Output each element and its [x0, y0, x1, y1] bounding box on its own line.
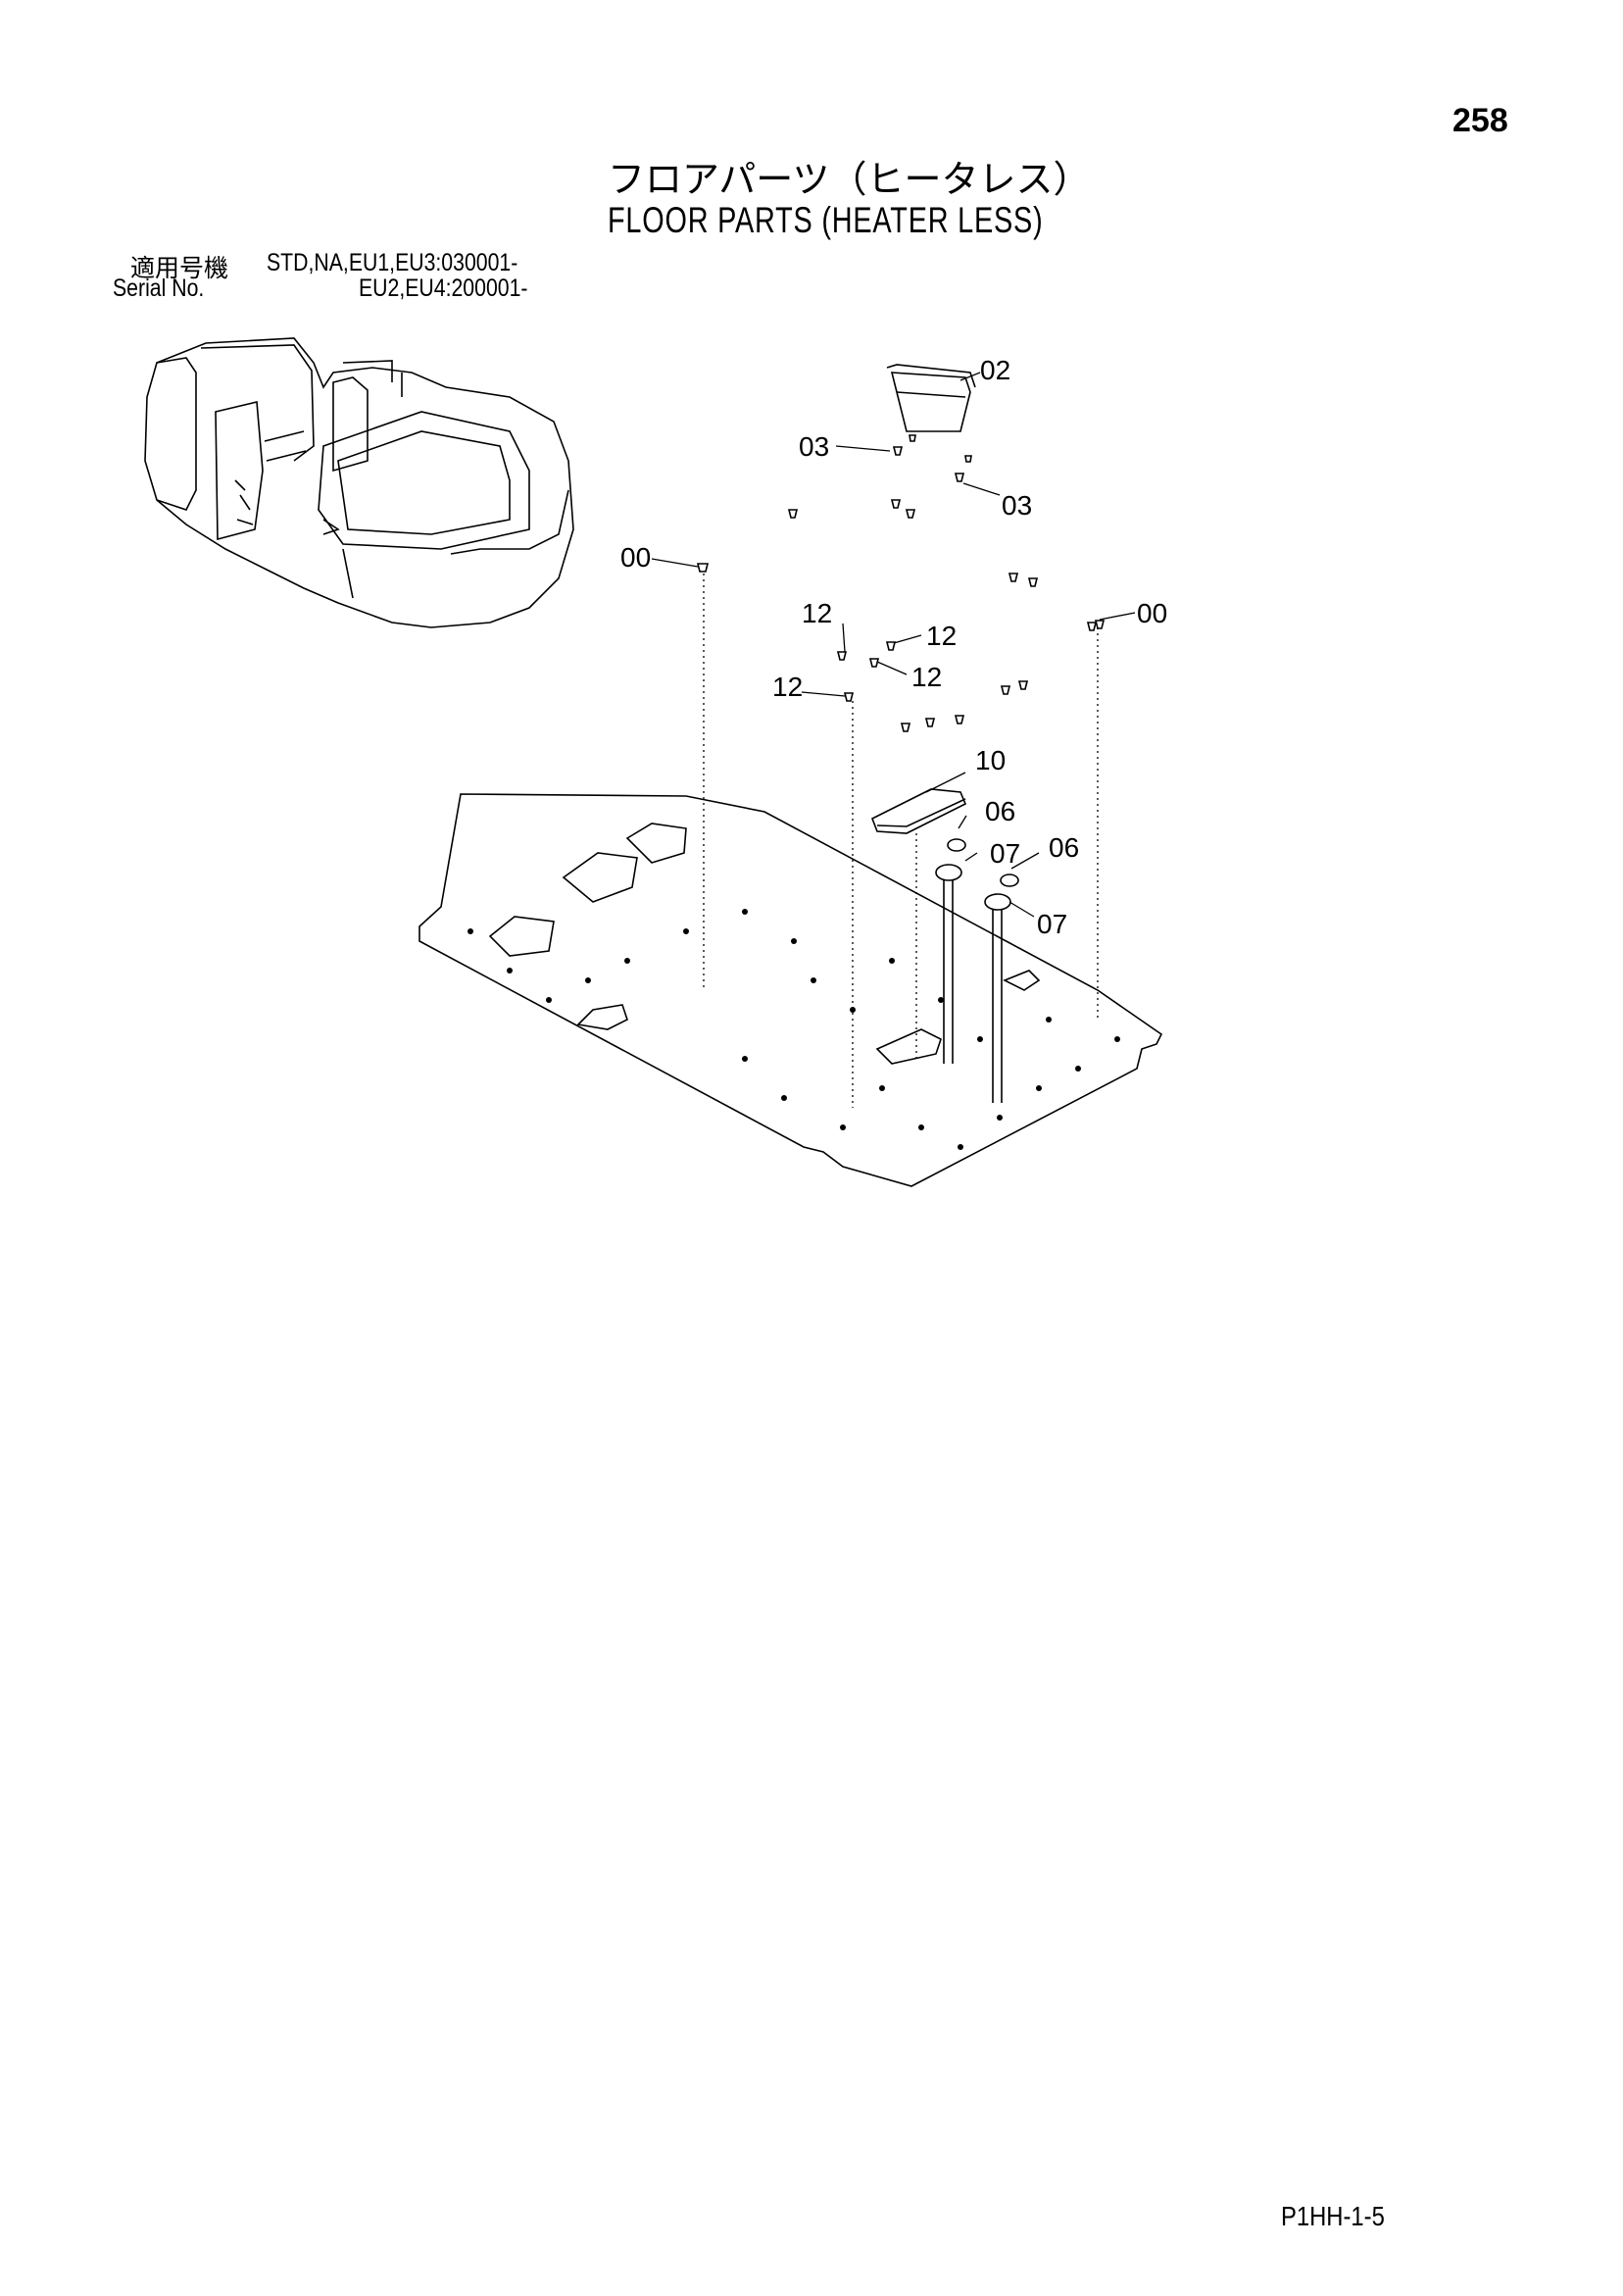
floor-plate [418, 793, 1163, 1187]
serial-label: Serial No. [113, 275, 205, 302]
serial-range-2: EU2,EU4:200001- [359, 275, 528, 302]
callout-label: 02 [980, 355, 1010, 385]
callout-labels: 02 03 03 00 12 12 12 00 12 10 06 07 06 0… [620, 355, 1167, 939]
fasteners [696, 434, 1106, 732]
page-code: P1HH-1-5 [1281, 2201, 1385, 2231]
serial-label-japanese: 適用号機 [130, 255, 229, 282]
callout-label: 12 [802, 598, 832, 628]
page-title-japanese: フロアパーツ（ヒータレス） [608, 158, 1091, 201]
callout-leaders [651, 372, 1136, 918]
callout-label: 10 [975, 745, 1006, 775]
page-number: 258 [1452, 102, 1508, 139]
callout-label: 00 [1137, 598, 1167, 628]
callout-label: 07 [1037, 909, 1067, 939]
serial-range-1: STD,NA,EU1,EU3:030001- [267, 249, 518, 276]
part-10-pad [870, 788, 967, 834]
callout-label: 07 [990, 838, 1020, 869]
floor-plate-holes [467, 909, 1120, 1150]
excavator-overview-illustration [144, 337, 574, 628]
part-06-07-caps [935, 838, 1019, 1103]
callout-label: 06 [985, 796, 1015, 826]
callout-label: 00 [620, 542, 651, 573]
callout-label: 12 [911, 662, 942, 692]
callout-label: 12 [926, 621, 957, 651]
callout-label: 12 [772, 672, 803, 702]
part-02-tray [886, 364, 976, 432]
callout-label: 06 [1049, 832, 1079, 863]
callout-label: 03 [799, 431, 829, 462]
callout-label: 03 [1002, 490, 1032, 521]
assembly-lines [703, 574, 1099, 1108]
page-title: FLOOR PARTS (HEATER LESS) [608, 200, 1044, 240]
